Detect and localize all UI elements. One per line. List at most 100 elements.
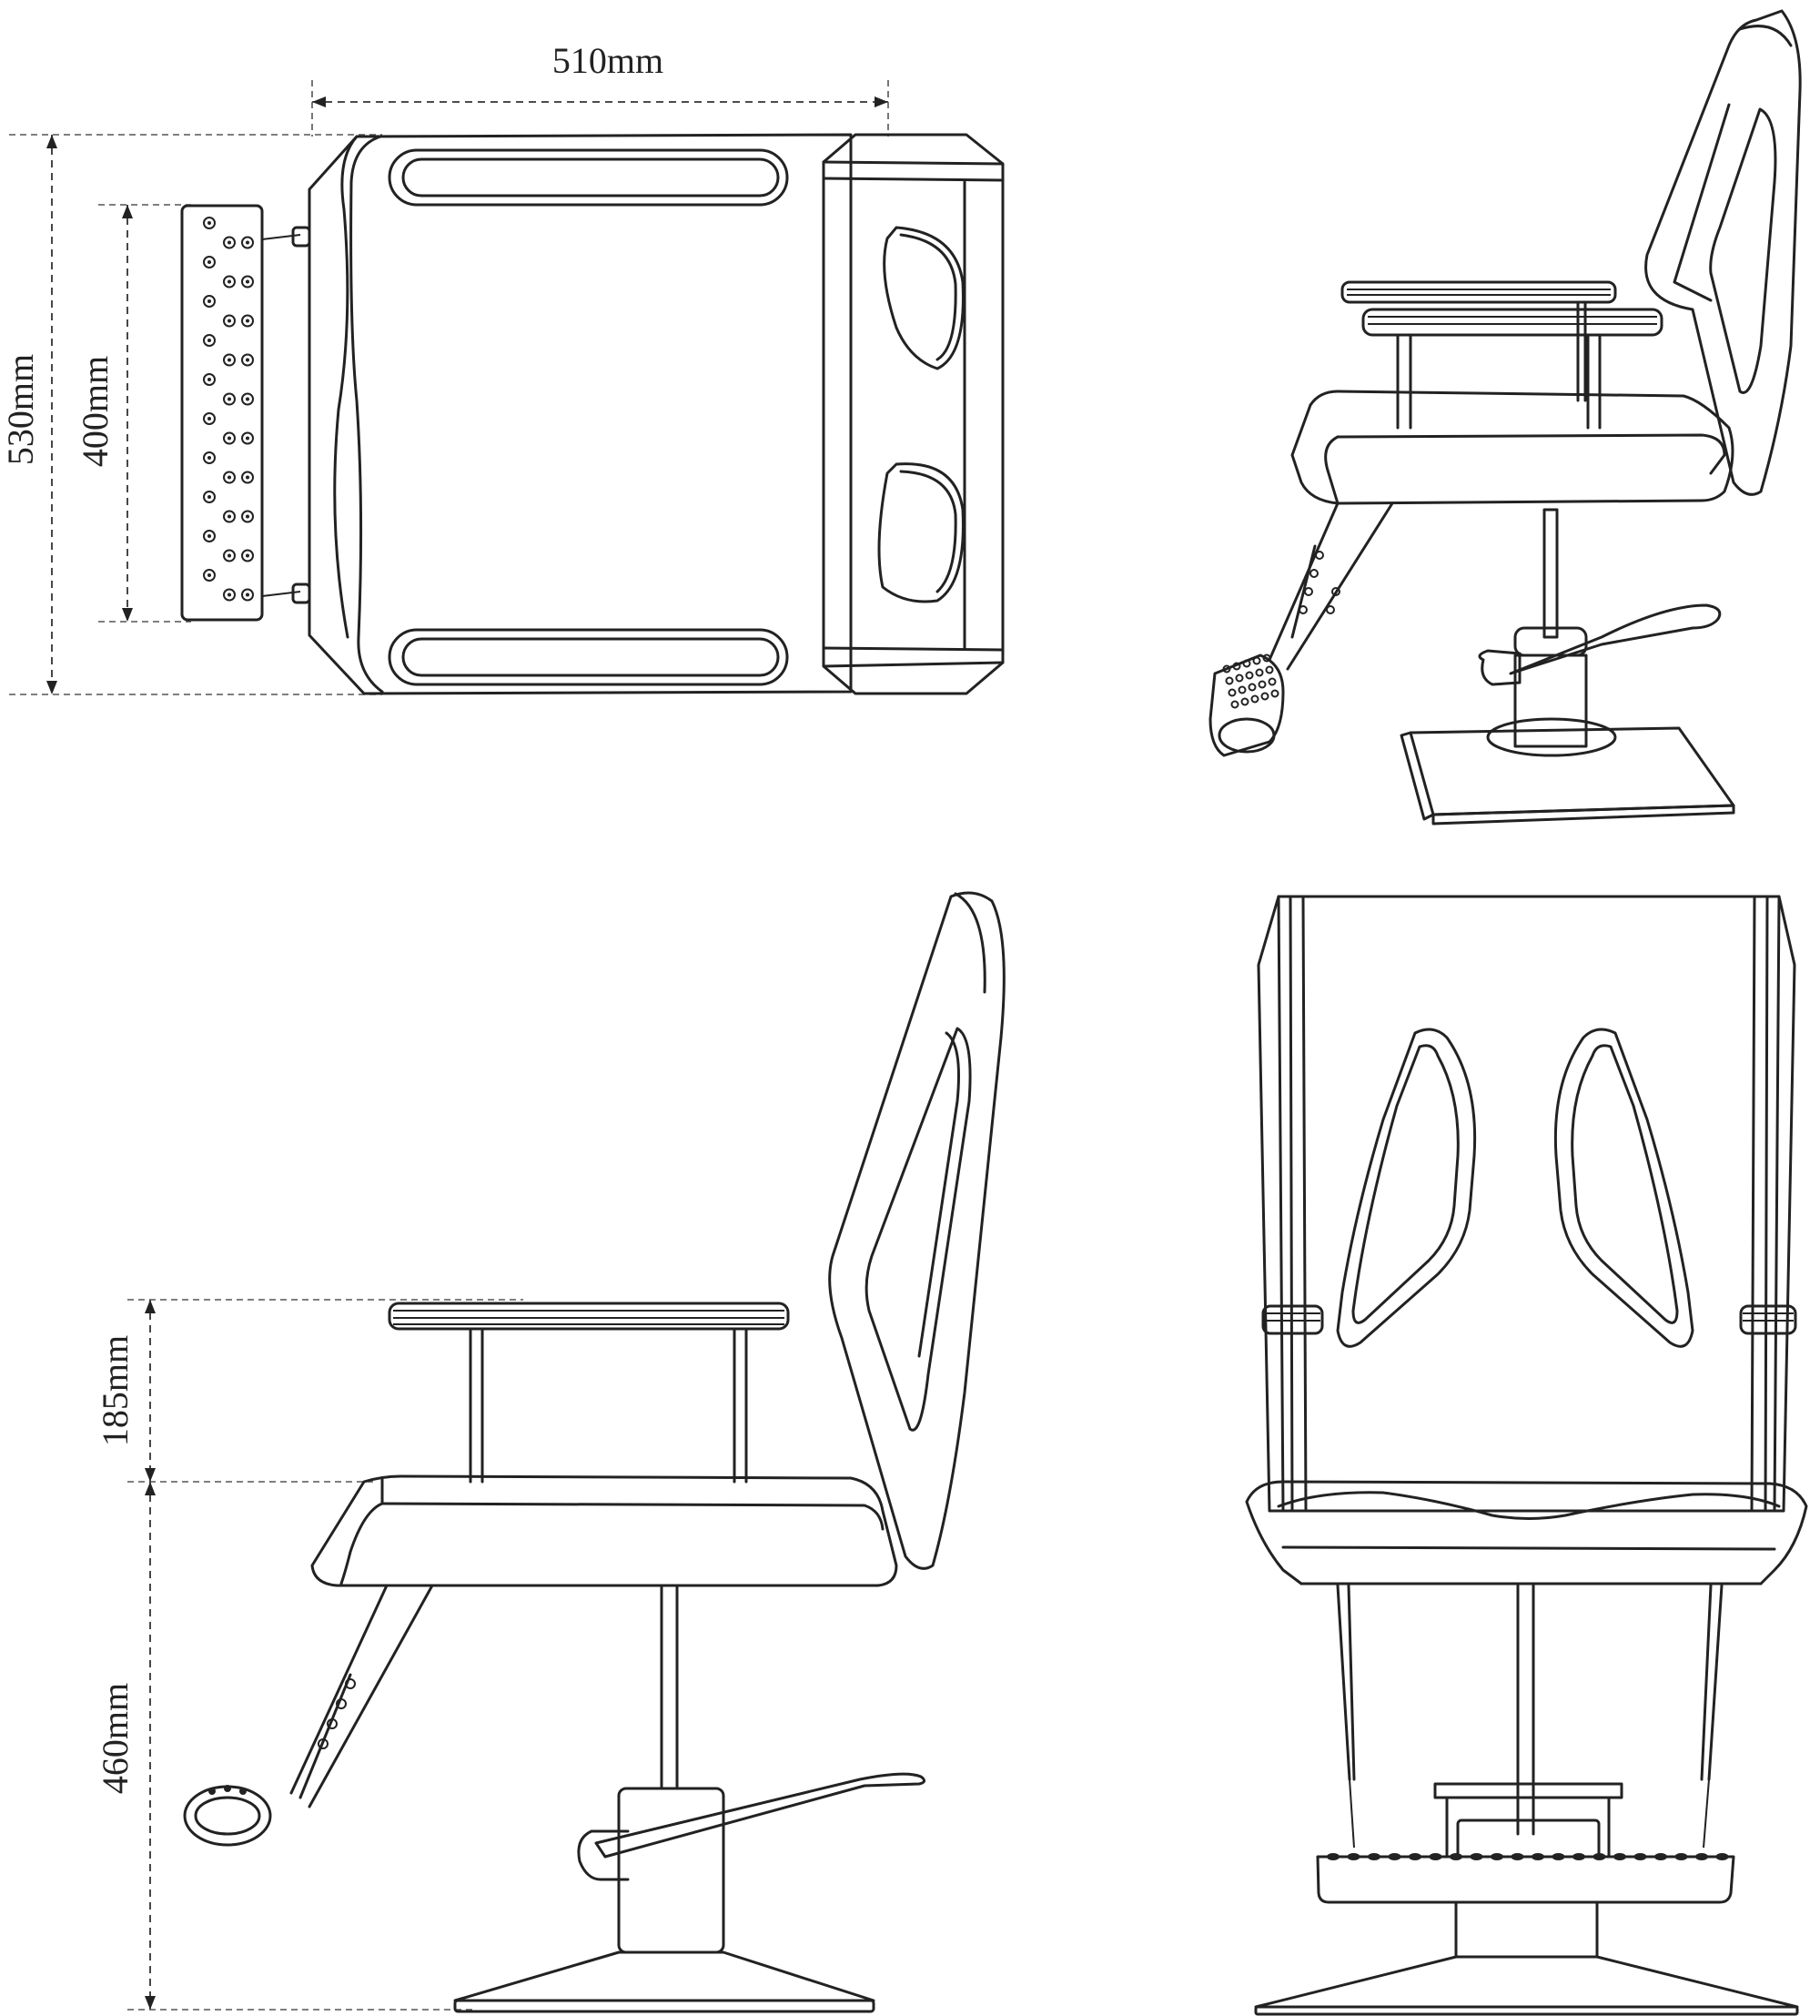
- dimension-label-460: 460mm: [95, 1683, 136, 1794]
- footrest-dot-center: [207, 260, 211, 264]
- footrest-dot: [241, 275, 254, 289]
- roller-dot: [1250, 694, 1259, 704]
- footrest-dot: [223, 510, 236, 523]
- dimension-label-510: 510mm: [552, 40, 663, 81]
- dimension-400: 400mm: [75, 204, 191, 623]
- footrest-dot: [223, 549, 236, 562]
- footrest-dot-center: [228, 240, 231, 245]
- footrest-dot-center: [207, 417, 211, 420]
- footrest-dot: [241, 314, 254, 328]
- roller-dot: [1240, 697, 1249, 706]
- footrest-dot: [241, 471, 254, 484]
- footrest-dot-center: [246, 514, 249, 519]
- footrest-dot-center: [246, 397, 249, 401]
- roller-dot: [1245, 671, 1254, 680]
- footrest-dot: [223, 275, 236, 289]
- footrest-stud: [1511, 1853, 1524, 1860]
- roller-dot: [1238, 685, 1247, 694]
- footrest-stud: [1654, 1853, 1667, 1860]
- footrest-dot: [203, 217, 216, 229]
- footrest-dot: [223, 471, 236, 484]
- footrest-stud: [1429, 1853, 1442, 1860]
- footrest-stud: [1592, 1853, 1606, 1860]
- footrest-dot: [203, 530, 216, 542]
- footrest-dot-center: [246, 475, 249, 480]
- footrest-dot-center: [246, 279, 249, 284]
- footrest-dot-center: [207, 299, 211, 303]
- footrest-stud: [1695, 1853, 1708, 1860]
- footrest-dot: [241, 510, 254, 523]
- roller-dot: [1242, 659, 1251, 668]
- footrest-dot-center: [228, 553, 231, 558]
- footrest-dot: [223, 236, 236, 249]
- roller-dot: [1260, 692, 1269, 701]
- footrest-stud: [1572, 1853, 1585, 1860]
- dimension-185: 185mm: [95, 1299, 523, 1483]
- roller-dot: [1228, 688, 1237, 697]
- footrest-stud: [1368, 1853, 1380, 1860]
- footrest-stud: [1532, 1853, 1544, 1860]
- footrest-dot-center: [207, 339, 211, 342]
- footrest-dot-center: [207, 378, 211, 381]
- footrest-stud: [1552, 1853, 1565, 1860]
- footrest-dot-center: [246, 436, 249, 441]
- top-view: 510mm 530mm 400mm: [0, 40, 1005, 695]
- footrest-stud: [1327, 1853, 1340, 1860]
- footrest-stud: [1388, 1853, 1401, 1860]
- footrest-dot: [223, 431, 236, 445]
- roller-dot: [1258, 680, 1267, 689]
- front-footrest-studs: [1327, 1853, 1729, 1860]
- footrest-dot-center: [228, 319, 231, 323]
- footrest-dot: [203, 295, 216, 308]
- seat-plan: [308, 133, 1005, 695]
- footrest-stud: [1715, 1853, 1729, 1860]
- roller-dot: [1225, 676, 1234, 685]
- footrest-dot: [241, 431, 254, 445]
- side-view: 185mm 460mm: [95, 891, 1006, 2013]
- footrest-dot-center: [228, 397, 231, 401]
- footrest-dot: [223, 353, 236, 367]
- footrest-stud: [1633, 1853, 1647, 1860]
- footrest-dot-center: [228, 514, 231, 519]
- footrest-dot: [241, 549, 254, 562]
- roller-dot: [1252, 656, 1261, 665]
- footrest-dots: [203, 217, 254, 602]
- dimension-510: 510mm: [311, 40, 889, 137]
- footrest-stud: [1491, 1853, 1503, 1860]
- footrest-dot: [203, 334, 216, 347]
- footrest-dot-center: [246, 358, 249, 362]
- dimension-460: 460mm: [95, 1482, 473, 2011]
- footrest-dot-center: [228, 475, 231, 480]
- footrest-dot: [241, 353, 254, 367]
- footrest-dot-center: [207, 534, 211, 538]
- footrest-stud: [1470, 1853, 1483, 1860]
- roller-dot: [1270, 689, 1279, 698]
- footrest-dot: [223, 588, 236, 602]
- footrest-dot: [203, 373, 216, 386]
- footrest-dot: [223, 314, 236, 328]
- roller-dots: [1222, 653, 1279, 709]
- footrest-dot-center: [228, 593, 231, 597]
- dimension-label-400: 400mm: [75, 356, 116, 467]
- footrest-dot: [223, 392, 236, 406]
- footrest-stud: [1674, 1853, 1688, 1860]
- footrest-dot-center: [228, 279, 231, 284]
- footrest-dot-center: [207, 221, 211, 225]
- footrest-stud: [1450, 1853, 1462, 1860]
- footrest-dot: [241, 588, 254, 602]
- footrest-dot-center: [228, 358, 231, 362]
- roller-dot: [1268, 677, 1277, 686]
- footrest-stud: [1347, 1853, 1360, 1860]
- roller-dot: [1222, 664, 1231, 674]
- footrest-dot-center: [207, 495, 211, 499]
- footrest-dot: [241, 392, 254, 406]
- roller-dot: [1230, 700, 1239, 709]
- dimension-label-185: 185mm: [95, 1335, 136, 1446]
- roller-dot: [1235, 674, 1244, 683]
- roller-dot: [1232, 662, 1241, 671]
- footrest-dot: [203, 256, 216, 268]
- dimension-label-530: 530mm: [0, 354, 41, 465]
- footrest-stud: [1613, 1853, 1626, 1860]
- dimension-530: 530mm: [0, 134, 382, 695]
